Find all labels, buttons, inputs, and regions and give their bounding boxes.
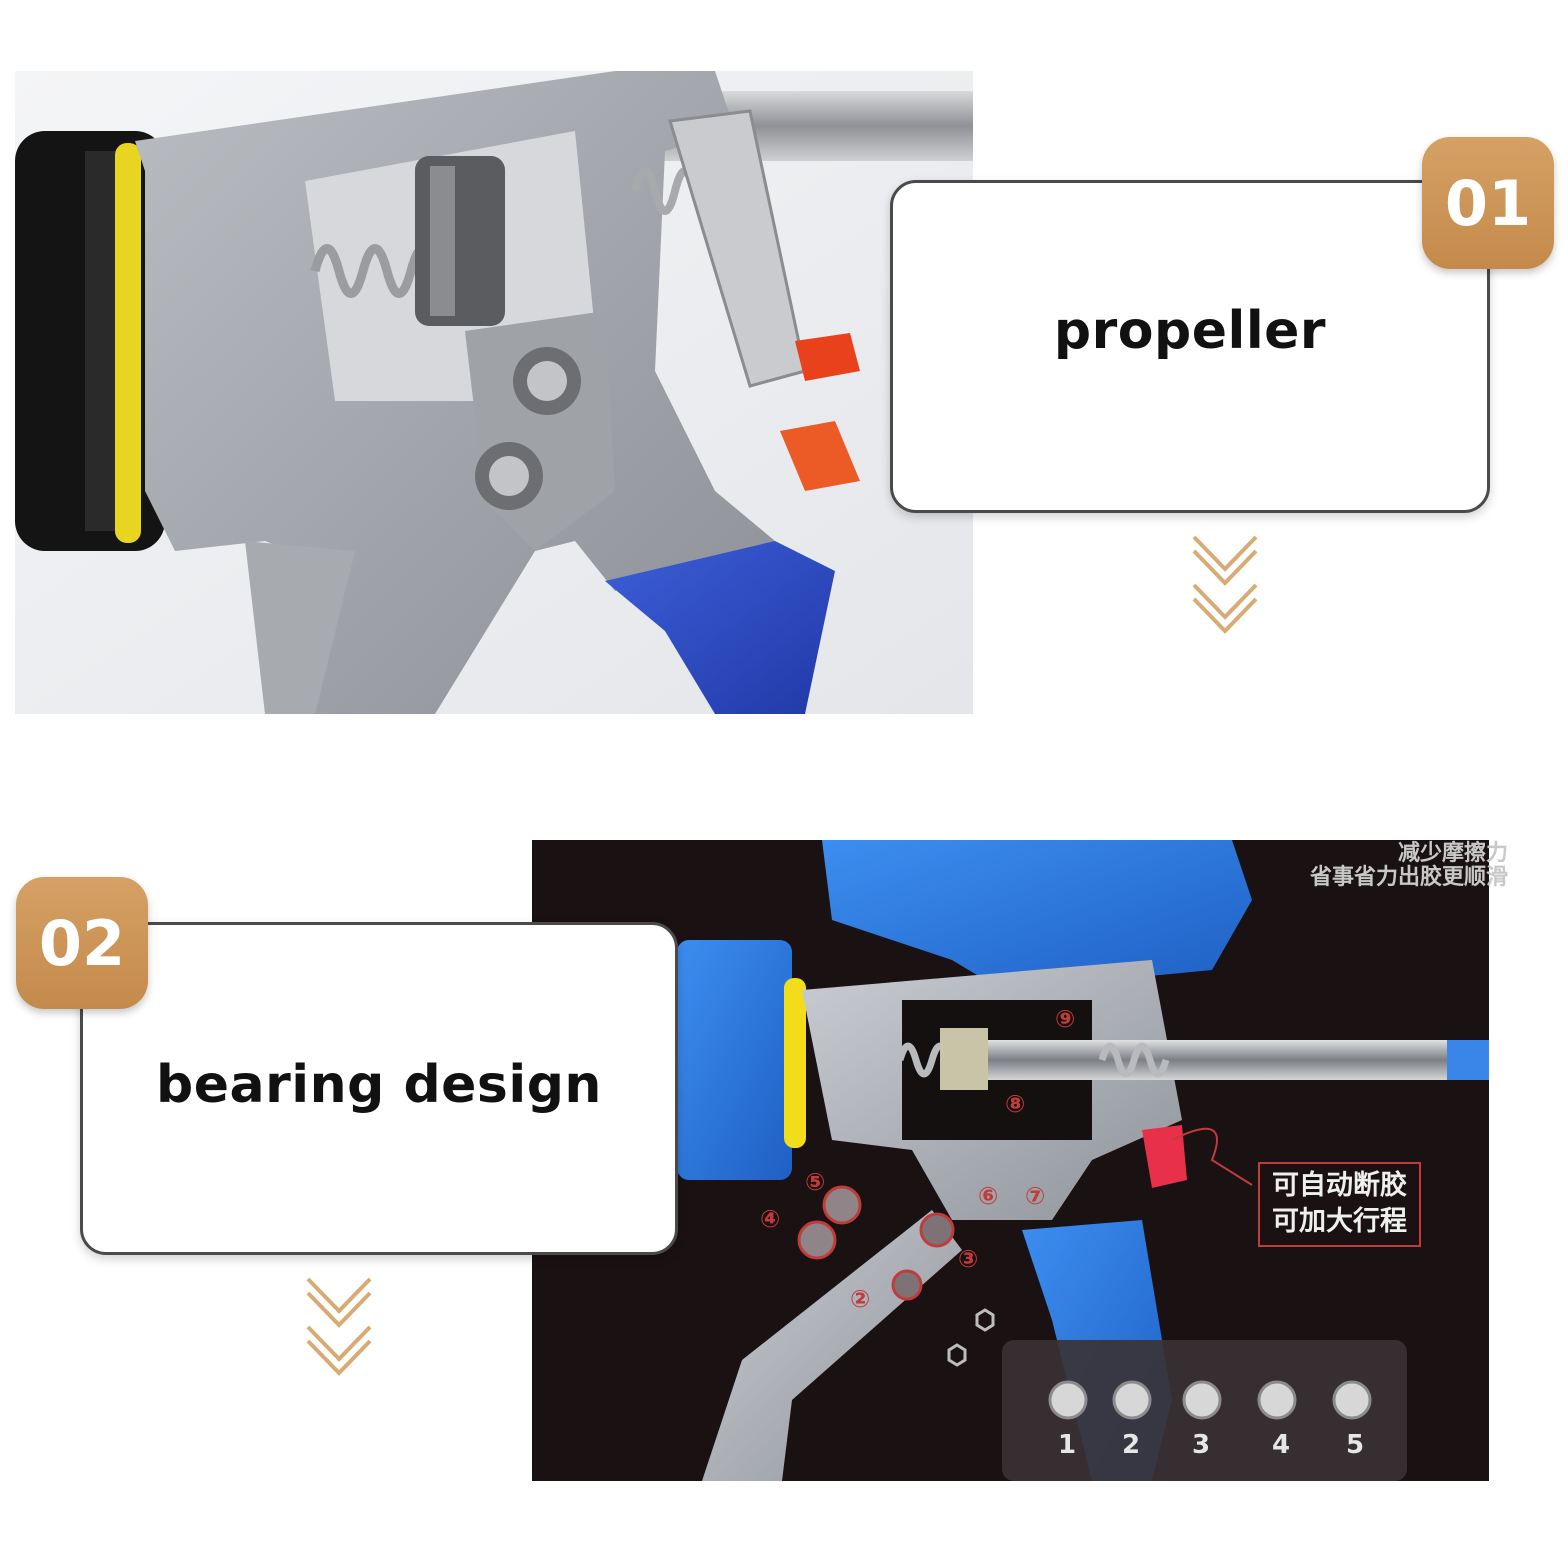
circled-number-label: ⑦ [1025,1182,1046,1210]
circled-number-label: ⑥ [978,1182,999,1210]
bearing-number-label: 4 [1272,1430,1291,1460]
circled-number-label: ③ [958,1245,979,1273]
bearing-design-title: bearing design [156,1055,602,1115]
bearing-design-card: bearing design [80,922,678,1255]
double-chevron-down-icon [1192,535,1258,634]
diagram-top-note-line1: 减少摩擦力 [1397,841,1508,866]
bearing-design-photo [532,840,1489,1481]
bearing-number-label: 2 [1122,1430,1141,1460]
diagram-callout: 可自动断胶 可加大行程 [1258,1162,1421,1247]
bearing-number-label: 5 [1346,1430,1365,1460]
diagram-callout-line2: 可加大行程 [1272,1206,1407,1238]
diagram-callout-line1: 可自动断胶 [1272,1170,1407,1201]
circled-number-label: ⑨ [1055,1005,1076,1033]
propeller-photo [15,71,973,714]
circled-number-label: ⑤ [805,1168,826,1196]
section-badge-01: 01 [1422,137,1554,269]
bearing-number-label: 1 [1058,1430,1077,1460]
bearing-exploded-illustration [532,840,1489,1481]
circled-number-label: ④ [760,1205,781,1233]
diagram-top-note-line2: 省事省力出胶更顺滑 [1309,865,1508,891]
section-badge-02: 02 [16,877,148,1009]
double-chevron-down-icon [306,1277,372,1376]
propeller-title: propeller [1053,301,1327,361]
propeller-card: propeller [890,180,1490,513]
propeller-illustration [15,71,973,714]
circled-number-label: ② [850,1285,871,1313]
circled-number-label: ⑧ [1005,1090,1026,1118]
diagram-top-note: 减少摩擦力 省事省力出胶更顺滑 [1309,841,1508,891]
bearing-number-label: 3 [1192,1430,1211,1460]
